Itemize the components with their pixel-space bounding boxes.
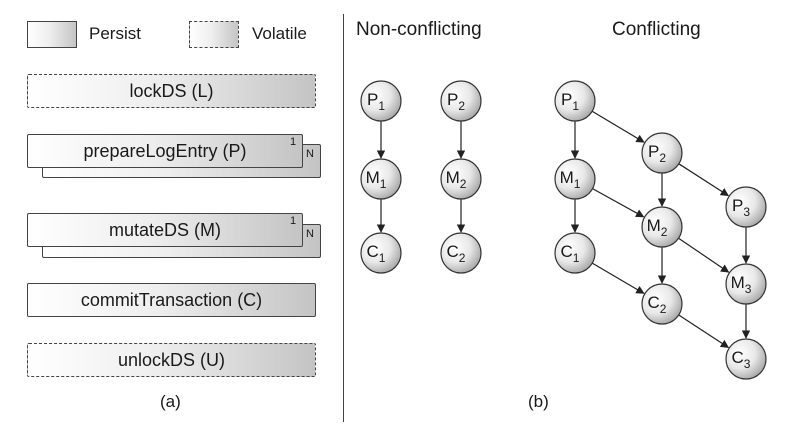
step-preparelogentry-label: prepareLogEntry (P) xyxy=(83,140,247,161)
volatile-legend-label: Volatile xyxy=(252,24,307,43)
node-label-nc-p1: P1 xyxy=(367,90,385,113)
step-mutateds-label: mutateDS (M) xyxy=(108,219,222,240)
node-c-m3 xyxy=(725,263,767,305)
title-conflicting: Conflicting xyxy=(612,19,701,40)
step-preparelogentry-top-index: 1 xyxy=(290,136,297,148)
node-label-c-c1: C1 xyxy=(561,242,580,265)
node-c-c1 xyxy=(554,232,596,274)
edge-c-m1-to-c-m2 xyxy=(592,188,645,218)
node-c-m2 xyxy=(641,206,683,248)
node-label-c-m1: M1 xyxy=(560,168,581,191)
edge-c-p1-to-c-p2 xyxy=(591,110,645,143)
node-nc-c1 xyxy=(360,232,402,274)
title-non-conflicting: Non-conflicting xyxy=(356,19,482,40)
step-lockds: lockDS (L) xyxy=(27,74,316,108)
node-nc-m1 xyxy=(360,158,402,200)
node-label-c-c3: C3 xyxy=(732,348,751,371)
step-preparelogentry: prepareLogEntry (P) xyxy=(27,134,303,168)
edge-c-m2-to-c-m3 xyxy=(678,237,730,273)
persist-legend-label: Persist xyxy=(89,24,141,43)
edge-c-c2-to-c-c3 xyxy=(678,314,730,348)
node-label-c-m2: M2 xyxy=(647,216,668,239)
node-label-c-p2: P2 xyxy=(648,142,666,165)
step-lockds-label: lockDS (L) xyxy=(129,80,214,101)
node-label-c-m3: M3 xyxy=(731,273,752,296)
node-c-p1 xyxy=(554,80,596,122)
panel-divider xyxy=(343,14,344,422)
node-nc-c2 xyxy=(440,232,482,274)
node-label-c-p1: P1 xyxy=(561,90,579,113)
caption-b: (b) xyxy=(528,392,549,411)
node-c-p2 xyxy=(641,132,683,174)
step-mutateds: mutateDS (M) xyxy=(27,213,303,247)
step-unlockds-label: unlockDS (U) xyxy=(117,349,226,370)
node-label-c-p3: P3 xyxy=(732,196,750,219)
node-c-c3 xyxy=(725,338,767,380)
step-unlockds: unlockDS (U) xyxy=(27,343,316,377)
node-nc-m2 xyxy=(440,158,482,200)
caption-a: (a) xyxy=(160,392,181,411)
node-nc-p1 xyxy=(360,80,402,122)
edge-c-c1-to-c-c2 xyxy=(591,262,645,294)
node-label-nc-c1: C1 xyxy=(367,242,386,265)
step-preparelogentry-back-index: N xyxy=(306,148,314,160)
node-c-m1 xyxy=(554,158,596,200)
edge-c-p2-to-c-p3 xyxy=(678,163,730,197)
step-mutateds-back-index: N xyxy=(306,228,314,240)
node-label-nc-m1: M1 xyxy=(366,168,387,191)
node-c-c2 xyxy=(641,283,683,325)
node-label-c-c2: C2 xyxy=(648,293,667,316)
step-mutateds-top-index: 1 xyxy=(290,215,297,227)
node-label-nc-p2: P2 xyxy=(447,90,465,113)
node-nc-p2 xyxy=(440,80,482,122)
node-c-p3 xyxy=(725,186,767,228)
node-label-nc-m2: M2 xyxy=(446,168,467,191)
persist-swatch xyxy=(27,21,77,48)
step-committransaction-label: commitTransaction (C) xyxy=(80,289,263,310)
node-label-nc-c2: C2 xyxy=(447,242,466,265)
step-committransaction: commitTransaction (C) xyxy=(27,283,316,317)
volatile-swatch xyxy=(189,21,239,48)
